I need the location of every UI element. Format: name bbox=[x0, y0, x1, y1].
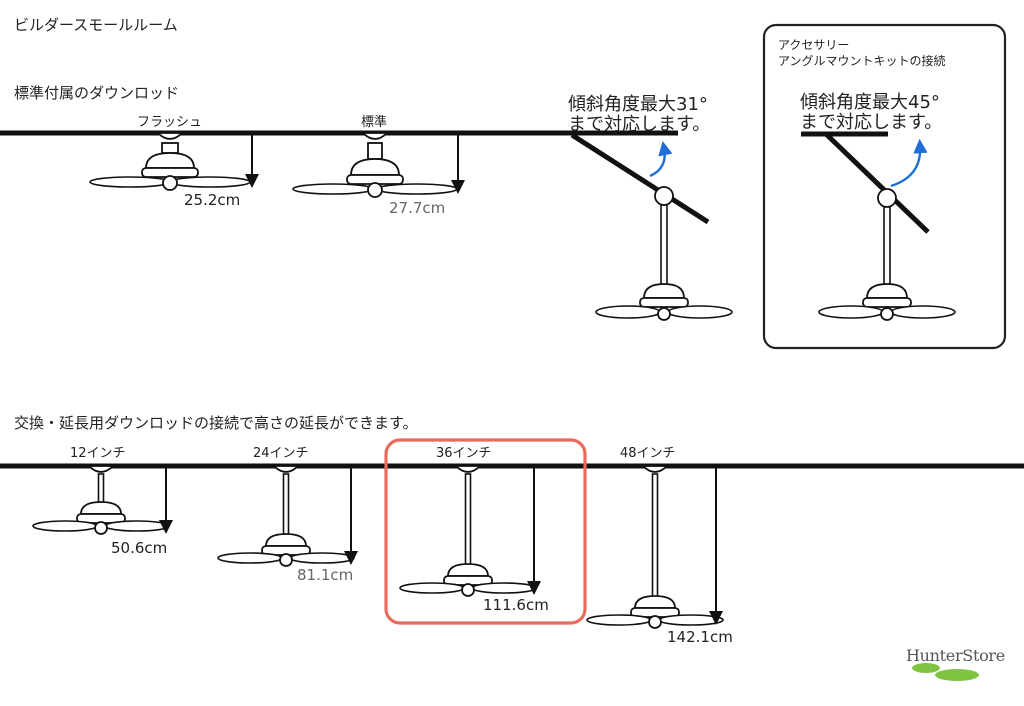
flush-label: フラッシュ bbox=[137, 115, 203, 130]
angle-note-31-line1: 傾斜角度最大31° bbox=[568, 94, 708, 115]
extension-label-12in: 12インチ bbox=[70, 446, 126, 461]
flush-height: 25.2cm bbox=[184, 191, 241, 209]
standard-downrod-heading: 標準付属のダウンロッド bbox=[14, 84, 180, 102]
page-title: ビルダースモールルーム bbox=[14, 16, 178, 34]
standard-label: 標準 bbox=[361, 115, 388, 130]
fan-12in bbox=[32, 465, 170, 535]
extension-height-36in: 111.6cm bbox=[483, 596, 549, 614]
accessory-box bbox=[762, 23, 1007, 350]
fan-angled-45 bbox=[818, 188, 956, 321]
fan-standard bbox=[292, 132, 458, 198]
standard-height: 27.7cm bbox=[389, 199, 446, 217]
angle-note-31-line2: まで対応します。 bbox=[568, 114, 711, 135]
extension-height-24in: 81.1cm bbox=[297, 566, 354, 584]
fan-angled-31 bbox=[595, 186, 733, 321]
logo-green-ellipse-2 bbox=[935, 669, 979, 681]
logo-green-ellipse-1 bbox=[912, 663, 940, 673]
fan-flush bbox=[89, 132, 251, 191]
accessory-title-line1: アクセサリー bbox=[778, 38, 850, 52]
logo-text: HunterStore bbox=[906, 646, 1005, 665]
extension-label-48in: 48インチ bbox=[620, 446, 676, 461]
angle-arrow-45 bbox=[890, 138, 928, 188]
sloped-ceiling-45 bbox=[824, 132, 930, 234]
extension-label-36in: 36インチ bbox=[436, 446, 492, 461]
sloped-ceiling-31 bbox=[570, 132, 710, 225]
angle-arrow-31 bbox=[649, 140, 673, 178]
fan-36in bbox=[399, 465, 537, 597]
extension-height-48in: 142.1cm bbox=[667, 628, 733, 646]
extension-height-12in: 50.6cm bbox=[111, 539, 168, 557]
hunterstore-logo: HunterStore bbox=[906, 646, 1010, 686]
extension-heading: 交換・延長用ダウンロッドの接続で高さの延長ができます。 bbox=[14, 414, 418, 432]
highlight-box-36in bbox=[384, 438, 587, 625]
angle-note-45-line2: まで対応します。 bbox=[800, 112, 943, 133]
fan-24in bbox=[217, 465, 355, 567]
fan-48in bbox=[586, 465, 724, 629]
accessory-title-line2: アングルマウントキットの接続 bbox=[778, 54, 946, 68]
angle-note-45-line1: 傾斜角度最大45° bbox=[800, 92, 940, 113]
extension-label-24in: 24インチ bbox=[253, 446, 309, 461]
